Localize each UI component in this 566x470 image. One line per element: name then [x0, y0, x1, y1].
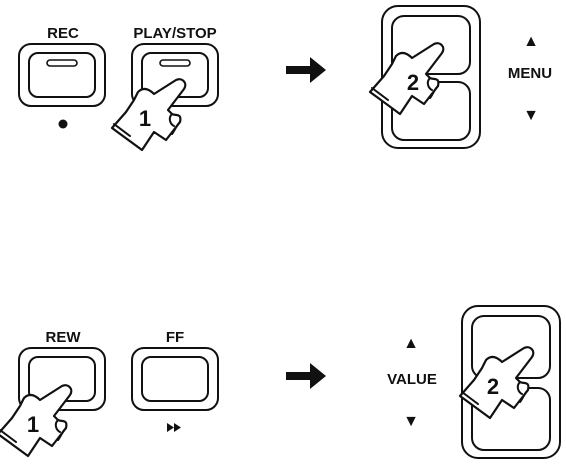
menu-label: MENU: [508, 65, 552, 82]
step-number-2: 2: [487, 374, 499, 399]
rec-label: REC: [47, 25, 79, 42]
panel-menu: 2 ▲ MENU ▼: [368, 5, 552, 149]
right-arrow-icon: [286, 57, 326, 83]
panel-value: ▲ VALUE ▼ 2: [387, 305, 561, 459]
rew-label: REW: [46, 329, 82, 346]
panel-rew-ff: REW 1 FF: [0, 329, 219, 458]
ff-label: FF: [166, 329, 184, 346]
step-number-1: 1: [139, 106, 151, 131]
rew-button[interactable]: [18, 347, 106, 411]
right-arrow-icon: [286, 363, 326, 389]
panel-rec-play: REC PLAY/STOP 1: [18, 25, 219, 152]
step-number-1: 1: [27, 412, 39, 437]
play-stop-label: PLAY/STOP: [133, 25, 216, 42]
down-arrow-icon: ▼: [403, 413, 419, 430]
down-arrow-icon: ▼: [523, 107, 539, 124]
value-label: VALUE: [387, 371, 437, 388]
rec-button[interactable]: [18, 43, 106, 107]
step-number-2: 2: [407, 70, 419, 95]
record-dot-icon: [58, 119, 68, 129]
fast-forward-icon: [167, 423, 181, 432]
play-stop-button[interactable]: [131, 43, 219, 107]
ff-button[interactable]: [131, 347, 219, 411]
up-arrow-icon: ▲: [523, 33, 539, 50]
up-arrow-icon: ▲: [403, 335, 419, 352]
